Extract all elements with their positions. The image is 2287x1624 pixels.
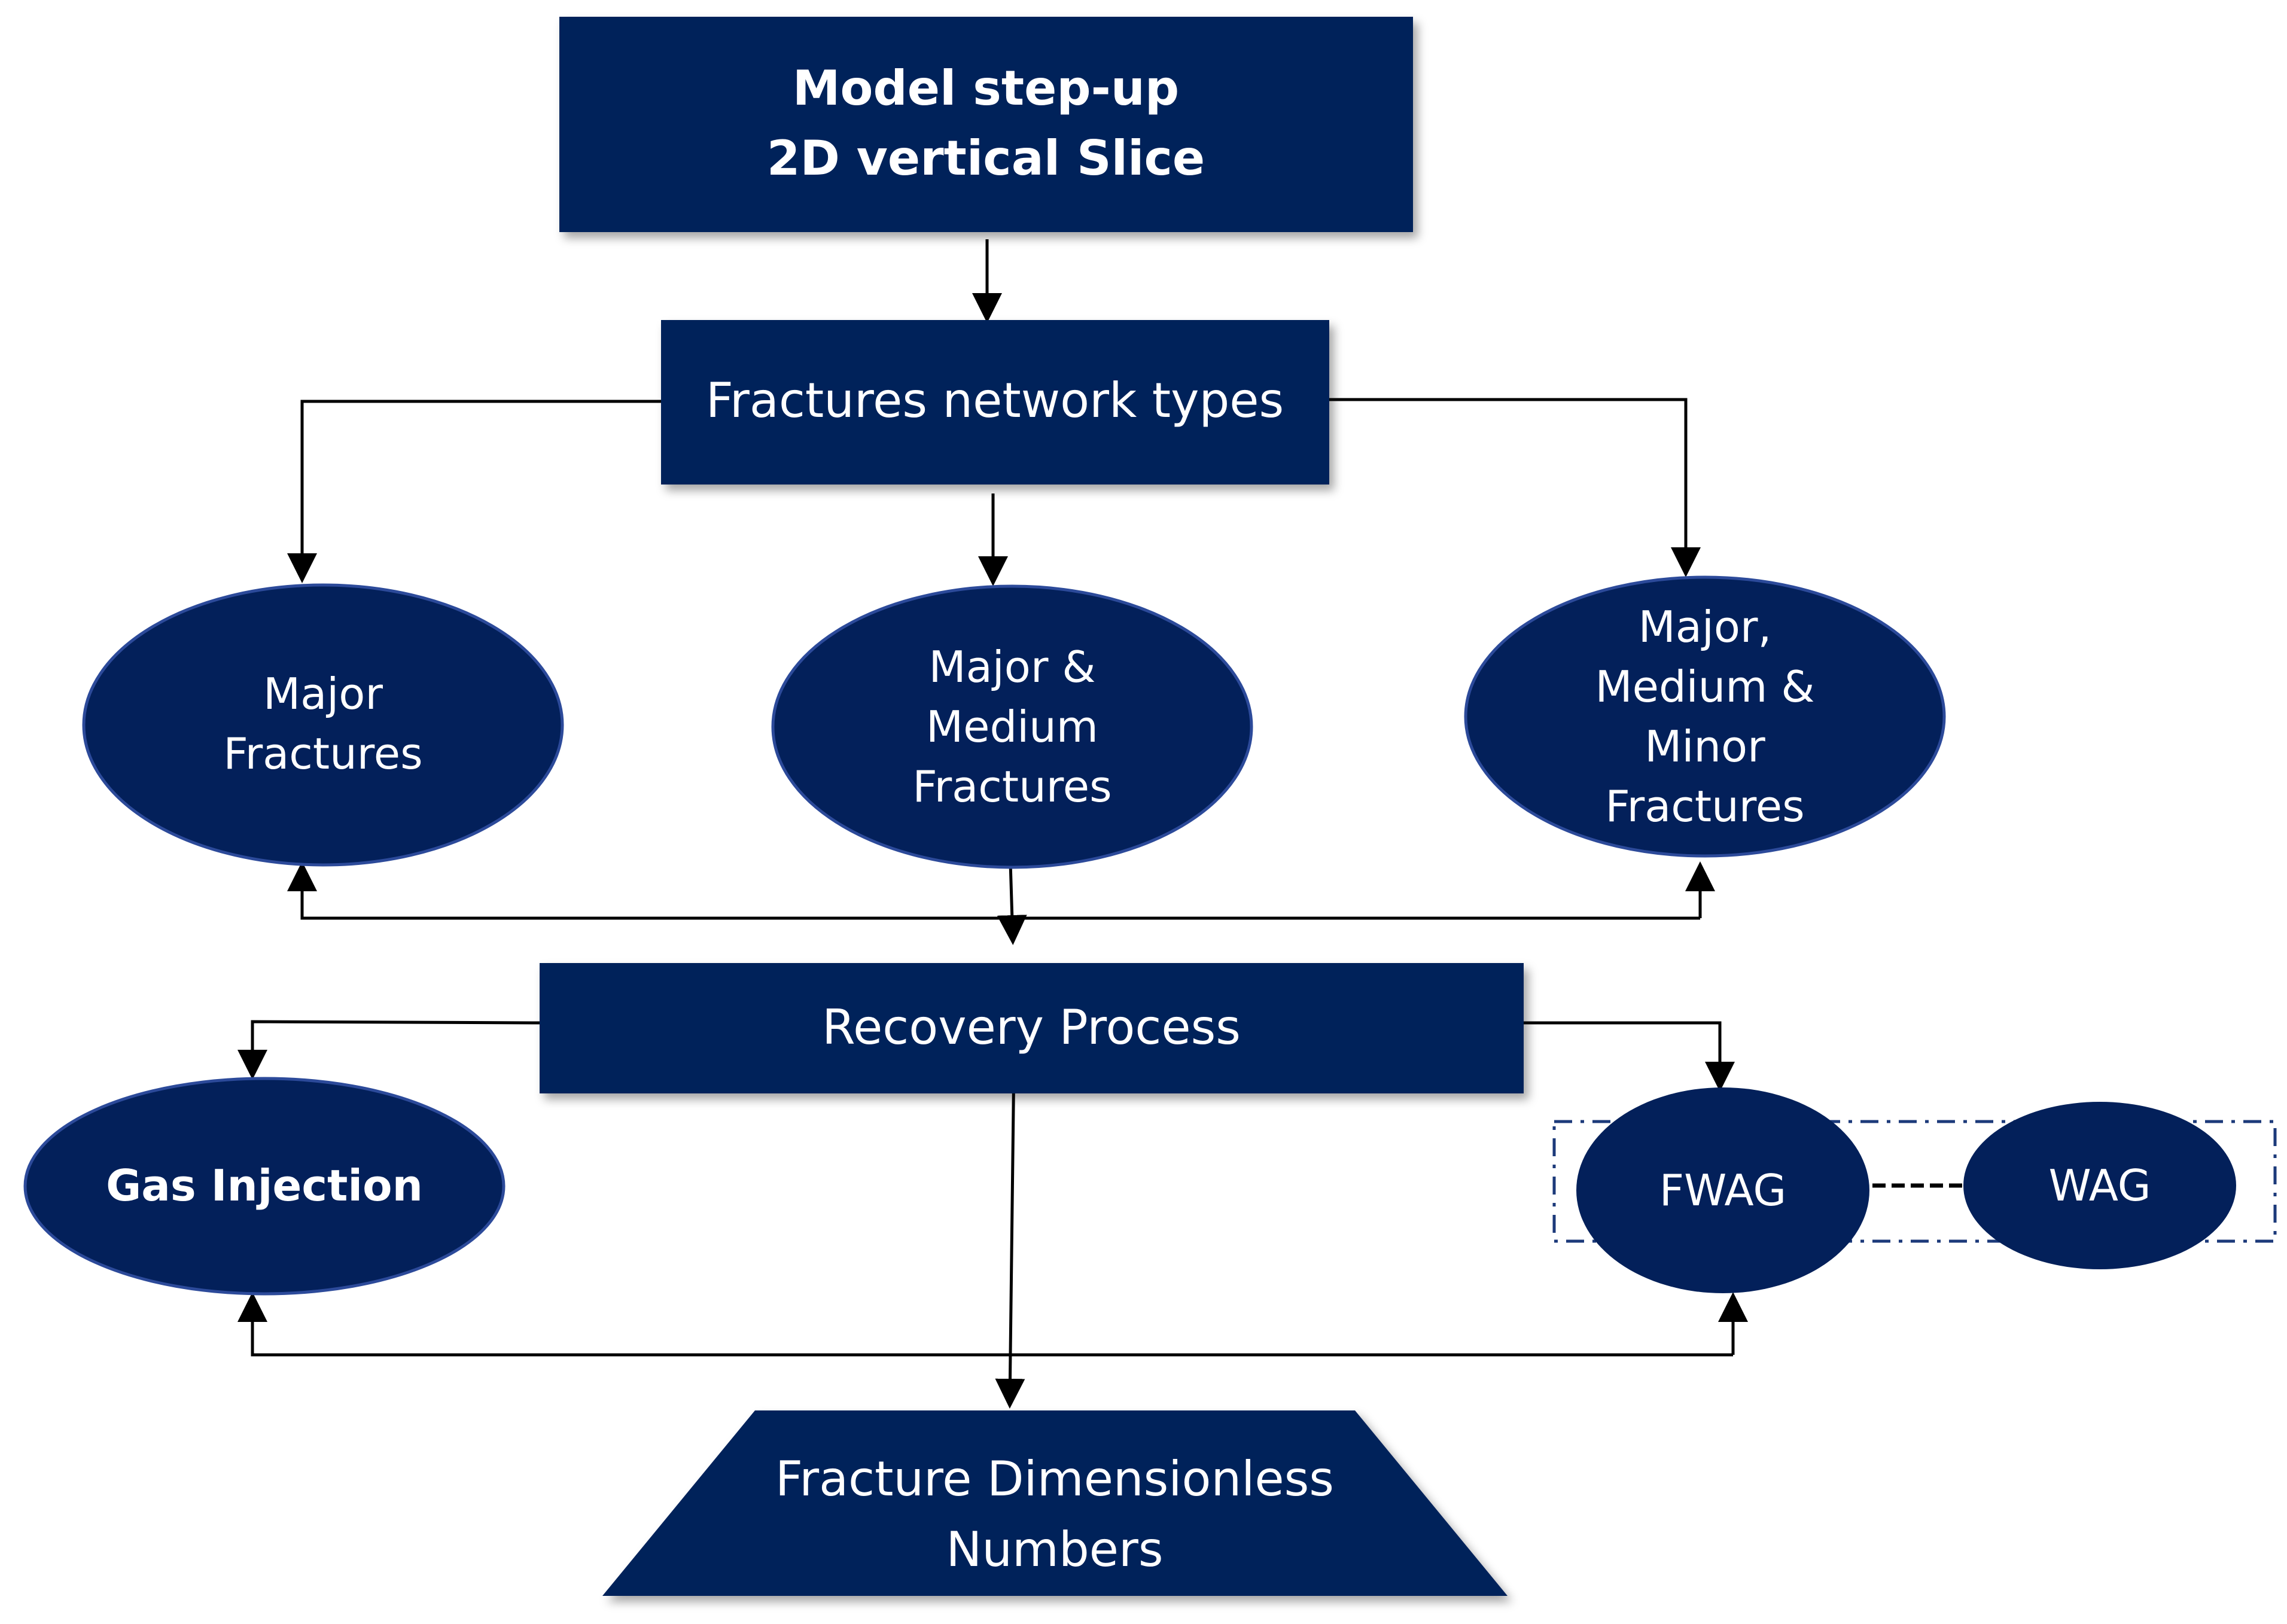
- node-gas-injection: Gas Injection: [23, 1077, 505, 1296]
- node-recovery-process: Recovery Process: [540, 963, 1524, 1093]
- connectors: [237, 239, 1962, 1409]
- node-label: Fractures: [1605, 781, 1804, 831]
- node-label: Recovery Process: [822, 1000, 1241, 1055]
- arrow-recovery-to-gas: [237, 1020, 540, 1080]
- node-major-medium-minor-fractures: Major, Medium & Minor Fractures: [1464, 575, 1946, 858]
- node-label: Fractures network types: [706, 373, 1284, 428]
- node-major-medium-fractures: Major & Medium Fractures: [771, 584, 1253, 869]
- node-label: Major &: [929, 642, 1096, 692]
- node-label: Medium &: [1595, 662, 1815, 712]
- node-label: Medium: [926, 702, 1098, 752]
- node-label: Major: [263, 669, 383, 719]
- arrow-network-to-major-medium-minor: [1325, 398, 1701, 577]
- node-model-step-up: Model step-up 2D vertical Slice: [559, 17, 1413, 232]
- node-label: Fracture Dimensionless: [775, 1451, 1334, 1507]
- arrow-feedback-to-gas: [237, 1292, 1733, 1357]
- arrow-feedback-to-major: [287, 861, 1700, 920]
- node-label: Numbers: [946, 1522, 1163, 1577]
- node-label: Major,: [1639, 602, 1772, 652]
- node-label: 2D vertical Slice: [767, 130, 1205, 186]
- node-label: Fractures: [223, 729, 422, 779]
- node-fracture-dimensionless-numbers: Fracture Dimensionless Numbers: [602, 1410, 1508, 1596]
- node-major-fractures: Major Fractures: [82, 583, 564, 867]
- fwag-wag-group-boundary: [1552, 1120, 2277, 1243]
- node-label: Model step-up: [793, 60, 1179, 116]
- node-label: Gas Injection: [106, 1160, 423, 1211]
- node-label: Fractures: [912, 761, 1111, 812]
- node-wag: WAG: [1963, 1102, 2236, 1269]
- arrow-network-to-major: [287, 400, 664, 583]
- arrow-recovery-to-fdn: [995, 1058, 1025, 1409]
- arrow-recovery-to-fwag: [1522, 1021, 1735, 1092]
- node-fractures-network-types: Fractures network types: [661, 320, 1329, 485]
- node-fwag: FWAG: [1576, 1087, 1869, 1293]
- node-label: Minor: [1645, 721, 1765, 772]
- node-label: WAG: [2048, 1160, 2151, 1211]
- node-label: FWAG: [1659, 1165, 1786, 1215]
